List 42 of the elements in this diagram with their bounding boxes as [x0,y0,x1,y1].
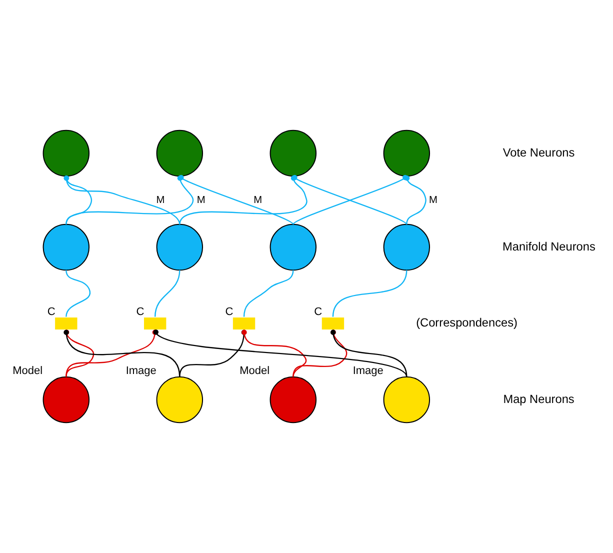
node-box [144,318,166,330]
connector [243,270,294,317]
connector [330,330,408,377]
connector [242,330,307,377]
edge-label: M [196,194,206,206]
node-label: Image [126,364,156,377]
node-label: Image [352,364,384,377]
node-box [232,318,256,330]
node-label: C [47,306,56,318]
edge-label: M [428,194,438,206]
node-label: C [314,306,322,318]
node-circle [42,130,90,177]
node-label: Model [12,364,43,377]
node-label: C [136,306,144,318]
label: Vote Neurons [502,145,575,160]
connector [292,330,348,377]
node-circle [156,376,204,424]
label: (Correspondences) [416,316,518,330]
node-label: Model [240,364,270,377]
connector [66,270,91,317]
node-circle [270,130,317,177]
connector [404,176,426,224]
node-circle [42,376,90,424]
label: Map Neurons [503,392,574,406]
connector [64,176,92,224]
node-circle [270,224,317,271]
edge-label: M [254,194,262,206]
node-circle [42,224,90,271]
node-box [322,318,344,330]
edge-label: M [156,194,165,206]
label: Manifold Neurons [502,239,596,254]
node-box [55,318,78,330]
node-circle [383,224,430,271]
connector [154,270,180,317]
connector [332,270,408,317]
node-circle [383,376,430,424]
node-label: C [225,306,234,318]
node-circle [270,376,317,424]
node-circle [156,130,204,177]
node-circle [156,224,204,271]
connector [179,330,247,377]
node-circle [383,130,430,177]
